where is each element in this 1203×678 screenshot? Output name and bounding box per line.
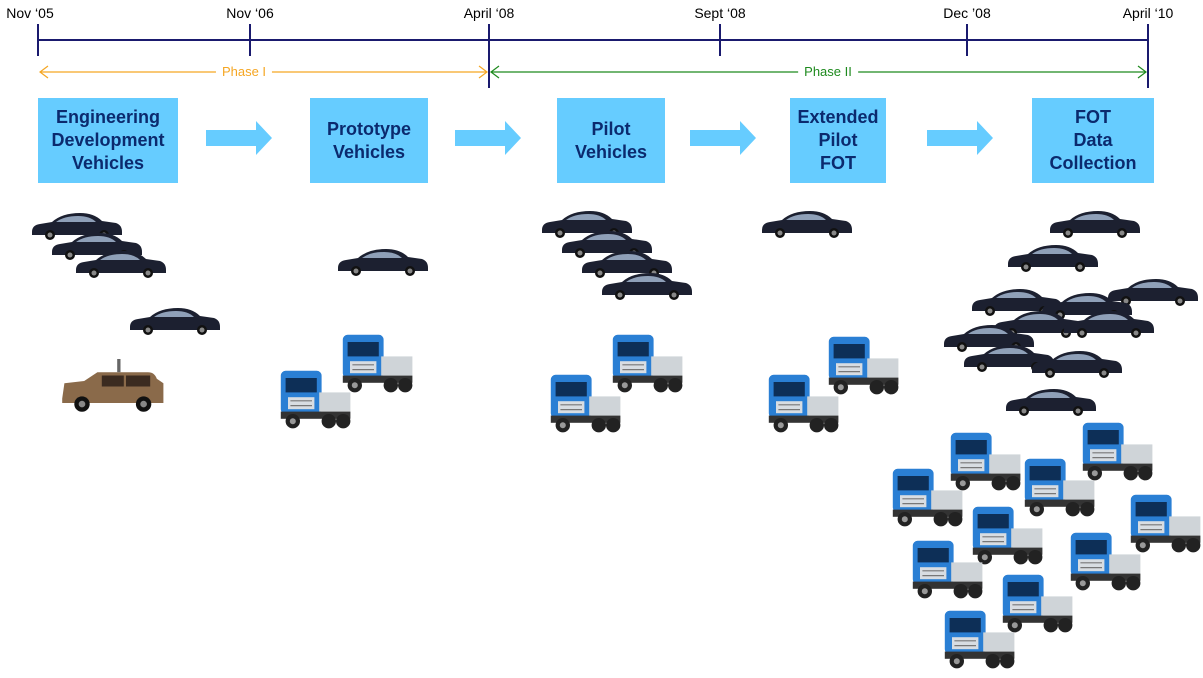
sedan-icon [1050, 211, 1140, 238]
truck-icon [944, 610, 1016, 670]
sedan-icon [1006, 389, 1096, 416]
truck-icon [1070, 532, 1142, 592]
truck-icon [912, 540, 984, 600]
truck-icon [892, 468, 964, 528]
truck-icon [280, 370, 351, 429]
date-label: Nov ‘05 [6, 5, 54, 21]
truck-icon [550, 374, 622, 433]
timeline-axis [37, 24, 1149, 88]
sedan-icon [1032, 351, 1122, 378]
stage-fot-data-collection: FOT Data Collection [1032, 98, 1154, 183]
sedan-icon [602, 273, 692, 300]
date-label: Sept ‘08 [694, 5, 746, 21]
sedan-icon [762, 211, 852, 238]
flow-arrow-icon [206, 121, 272, 155]
date-label: April ‘08 [463, 5, 515, 21]
phase-2-label: Phase II [798, 64, 858, 79]
date-label: Dec ’08 [943, 5, 991, 21]
stage-pilot: Pilot Vehicles [557, 98, 665, 183]
sedan-icon [1064, 311, 1154, 338]
date-label: April ‘10 [1122, 5, 1174, 21]
sedan-icon [76, 251, 166, 278]
flow-arrow-icon [455, 121, 521, 155]
sedan-icon [338, 249, 428, 276]
stage-prototype: Prototype Vehicles [310, 98, 428, 183]
date-label: Nov ‘06 [226, 5, 274, 21]
sedan-icon [130, 308, 220, 335]
flow-arrows [206, 121, 993, 155]
suv-icon [62, 359, 164, 412]
truck-icon [768, 374, 840, 433]
stage-engineering-development: Engineering Development Vehicles [38, 98, 178, 183]
phase-1-label: Phase I [215, 64, 273, 79]
sedan-icon [1008, 245, 1098, 272]
stage-extended-pilot: Extended Pilot FOT [790, 98, 886, 183]
flow-arrow-icon [690, 121, 756, 155]
flow-arrow-icon [927, 121, 993, 155]
